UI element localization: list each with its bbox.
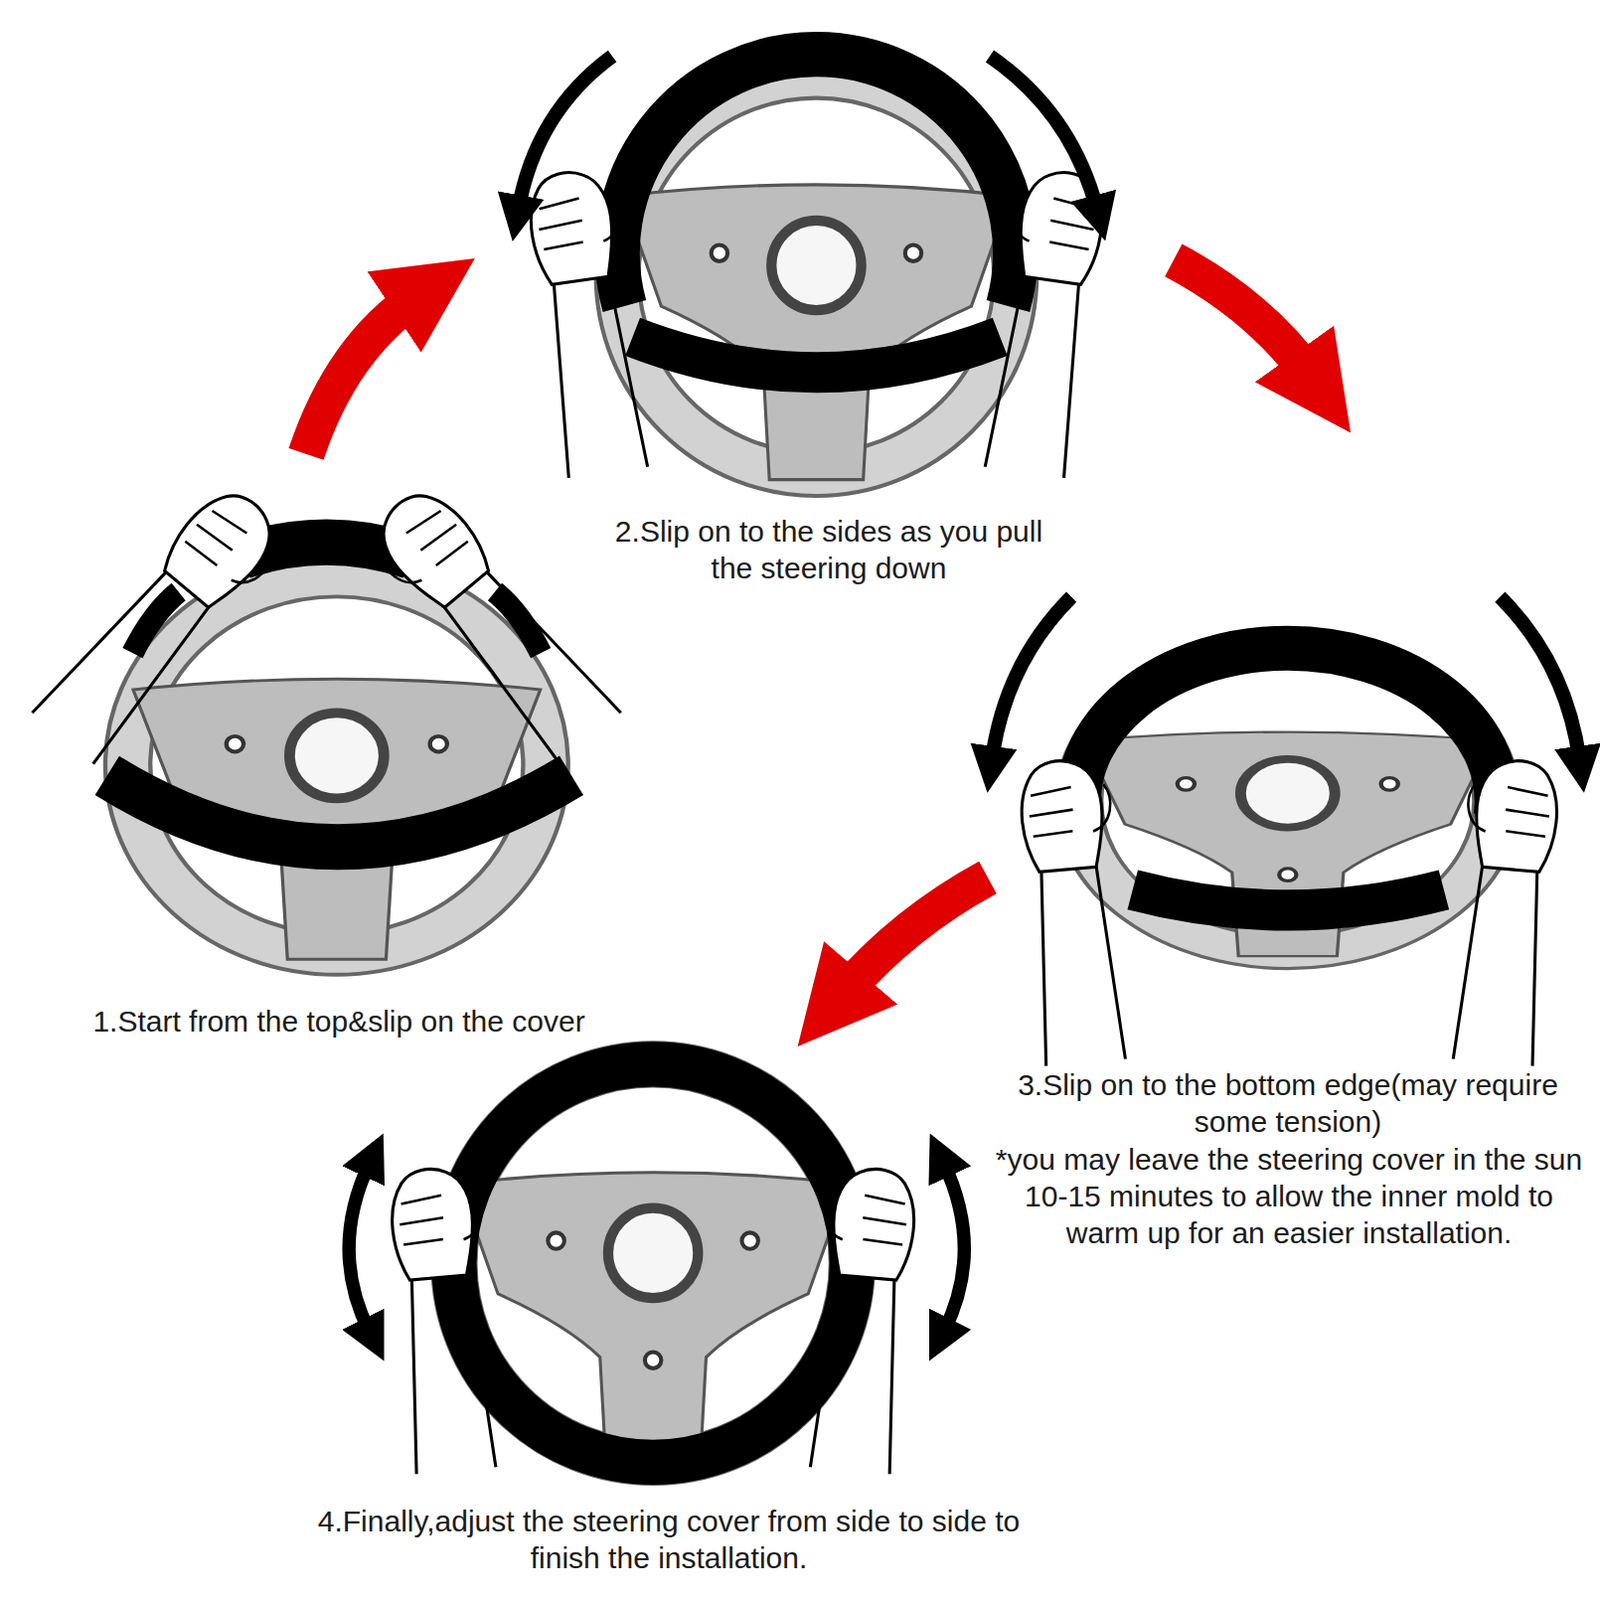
cover-ring [1078,647,1497,816]
hand [1445,756,1562,1066]
direction-arrow [518,55,613,209]
step-3 [991,597,1580,1067]
hand [29,479,294,769]
cover-ring [454,1064,852,1462]
hand [387,1164,503,1474]
step-arrow [1173,260,1312,378]
adjust-arrow [348,1163,370,1332]
adjust-arrow [944,1163,965,1332]
step-4 [348,1064,964,1475]
cover-top [617,54,1015,307]
step-arrow [841,877,988,995]
step-caption: 4.Finally,adjust the steering cover from… [306,1502,1032,1577]
hand [802,1164,919,1474]
step-caption: 1.Start from the top&slip on the cover [75,1002,603,1040]
cover-band [633,336,1001,373]
step-caption: 2.Slip on to the sides as you pull the s… [595,512,1063,587]
cover-side [132,592,541,654]
hand [1017,756,1133,1066]
cover-band [107,775,572,847]
steering-wheel [454,1064,852,1468]
hand [523,165,654,479]
direction-arrow [989,55,1098,209]
step-1 [29,479,623,960]
step-caption: 3.Slip on to the bottom edge(may require… [1009,1066,1567,1140]
hand [977,165,1109,479]
step-arrow [306,296,419,455]
cover-band [1132,889,1444,911]
hand [359,479,624,769]
note-text: *you may leave the steering cover in the… [987,1140,1591,1252]
direction-arrow [991,597,1072,761]
direction-arrow [1499,597,1580,761]
step-2 [518,54,1110,480]
